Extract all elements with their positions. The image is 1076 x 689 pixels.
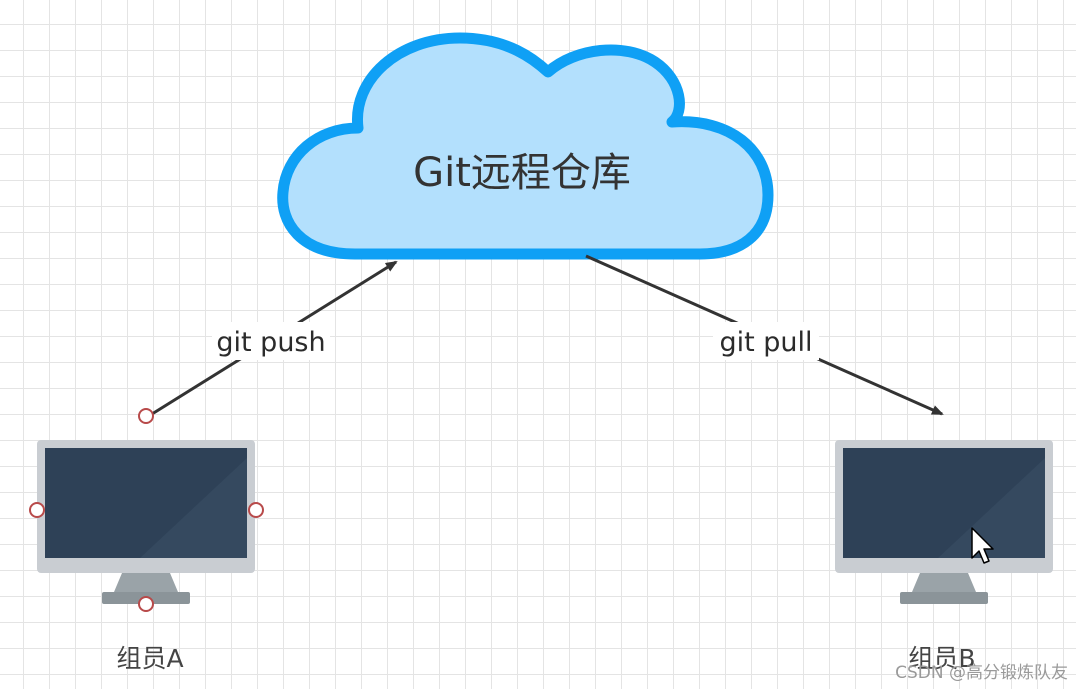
monitor-icon [37, 440, 255, 604]
csdn-watermark: CSDN @高分锻炼队友 [895, 663, 1068, 683]
cloud-title: Git远程仓库 [413, 150, 631, 196]
git-push-label: git push [216, 327, 325, 358]
member-b-computer[interactable]: 组员B [835, 440, 1053, 673]
selection-handles[interactable] [29, 408, 264, 612]
git-pull-label-bg [713, 322, 819, 360]
member-a-label: 组员A [116, 644, 183, 673]
selection-handle-right[interactable] [248, 502, 264, 518]
git-push-label-bg [212, 322, 330, 360]
selection-handle-left[interactable] [29, 502, 45, 518]
git-pull-label: git pull [719, 327, 812, 358]
cloud-icon [277, 32, 774, 260]
git-pull-edge[interactable]: git pull [585, 254, 944, 416]
git-remote-repo-cloud[interactable]: Git远程仓库 [277, 32, 774, 260]
monitor-icon [835, 440, 1053, 604]
mouse-cursor-icon [971, 527, 994, 564]
member-a-computer[interactable]: 组员A [29, 408, 264, 673]
git-push-edge[interactable]: git push [151, 260, 398, 416]
member-b-label: 组员B [908, 644, 975, 673]
selection-handle-top[interactable] [138, 408, 154, 424]
selection-handle-bottom[interactable] [138, 596, 154, 612]
